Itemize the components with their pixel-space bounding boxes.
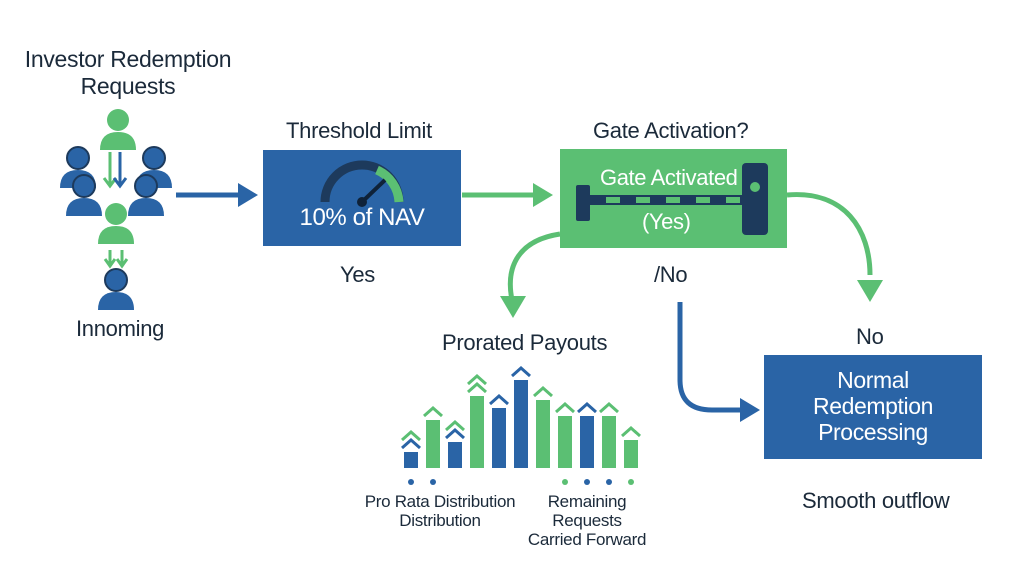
normal-line2: Redemption: [812, 393, 934, 419]
normal-no-label: No: [856, 324, 884, 349]
gauge-icon: [320, 160, 404, 207]
normal-caption: Smooth outflow: [802, 488, 950, 513]
arrow-gate-to-prorated: [500, 231, 561, 318]
bar-4: [467, 373, 487, 468]
bar-6: [511, 365, 531, 468]
prorated-left-caption: Pro Rata Distribution Distribution: [360, 492, 520, 530]
input-caption: Innoming: [76, 316, 165, 341]
threshold-box: 10% of NAV: [263, 150, 461, 246]
normal-box-text: Normal Redemption Processing: [764, 367, 982, 445]
bar-arrows-icon: [401, 365, 641, 485]
bar-2: [423, 405, 443, 468]
bar-7: [533, 385, 553, 468]
gate-box-line2: (Yes): [642, 209, 691, 234]
threshold-yes-label: Yes: [340, 262, 375, 287]
bar-8: [555, 401, 575, 468]
gate-barrier-icon: [576, 163, 768, 235]
prorated-heading: Prorated Payouts: [442, 330, 608, 355]
threshold-heading: Threshold Limit: [286, 118, 432, 143]
bar-1: [401, 429, 421, 468]
people-icon: [60, 109, 172, 310]
prorated-right-caption: Remaining Requests Carried Forward: [512, 492, 662, 549]
bar-11: [621, 425, 641, 468]
input-title: Investor Redemption Requests: [18, 46, 238, 100]
bar-5: [489, 393, 509, 468]
input-title-line1: Investor Redemption: [24, 46, 232, 72]
input-title-line2: Requests: [80, 73, 176, 99]
prorated-right-line2: Carried Forward: [527, 530, 647, 549]
bar-9: [577, 401, 597, 468]
arrow-input-to-threshold: [176, 183, 258, 207]
gate-box-line1: Gate Activated: [600, 165, 738, 190]
arrow-threshold-to-gate: [462, 183, 553, 207]
prorated-left-line2: Distribution: [399, 511, 481, 530]
threshold-box-label: 10% of NAV: [299, 204, 425, 231]
bar-10: [599, 401, 619, 468]
gate-heading: Gate Activation?: [593, 118, 749, 143]
gate-no-label: /No: [654, 262, 688, 287]
normal-line1: Normal: [837, 367, 909, 393]
prorated-right-line1: Remaining Requests: [547, 492, 627, 530]
arrow-no-to-normal: [677, 302, 760, 422]
gate-box: Gate Activated (Yes): [560, 149, 787, 248]
normal-line3: Processing: [818, 419, 928, 445]
bar-3: [445, 419, 465, 468]
normal-box: Normal Redemption Processing: [764, 355, 982, 459]
arrow-gate-to-normal: [786, 192, 883, 302]
prorated-left-line1: Pro Rata Distribution: [364, 492, 516, 511]
